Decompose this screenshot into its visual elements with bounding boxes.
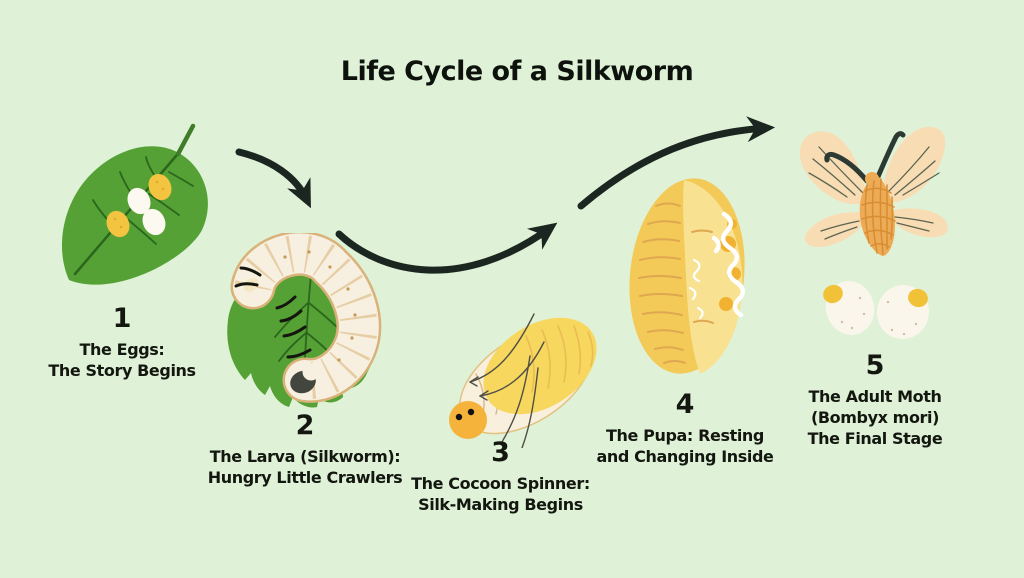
moth-eggs-icon: [823, 281, 930, 339]
stage-2-label-line-1: The Larva (Silkworm):: [209, 447, 401, 466]
silk-threads-icon: [469, 313, 545, 448]
adult-moth-icon: [799, 126, 948, 256]
spinner-head-icon: [449, 401, 487, 439]
stage-2-number: 2: [295, 410, 315, 441]
silk-strands-icon: [711, 211, 746, 318]
stage-3-caption: 3 The Cocoon Spinner: Silk-Making Begins: [393, 437, 608, 515]
stage-3-label-line-2: Silk-Making Begins: [418, 495, 583, 514]
moth-body-icon: [859, 175, 895, 256]
cocoon-spinner-larva-icon: [449, 313, 597, 448]
stage-2-caption: 2 The Larva (Silkworm): Hungry Little Cr…: [195, 410, 415, 488]
page-title: Life Cycle of a Silkworm: [340, 56, 694, 87]
arrow-stage4-to-stage5-icon: [577, 116, 776, 210]
stage-1-caption: 1 The Eggs: The Story Begins: [22, 303, 222, 381]
arrow-stage2-to-stage4-icon: [335, 222, 558, 274]
stage-1-label-line-1: The Eggs:: [79, 340, 165, 359]
stage-5-number: 5: [865, 350, 885, 381]
wing-veins-icon: [808, 146, 940, 240]
silkworm-eggs-icon: [106, 173, 172, 238]
stage-5-label-line-1: The Adult Moth: [808, 387, 942, 406]
stage-4-caption: 4 The Pupa: Resting and Changing Inside: [580, 389, 790, 467]
larva-legs-icon: [234, 266, 312, 359]
stage-5-label-line-3: The Final Stage: [807, 429, 943, 448]
stage-1-label-line-2: The Story Begins: [48, 361, 196, 380]
stage-4-label-line-1: The Pupa: Resting: [606, 426, 764, 445]
stage-3-label-line-1: The Cocoon Spinner:: [411, 474, 590, 493]
eggs-on-leaf-icon: [61, 123, 208, 285]
stage-1-number: 1: [112, 303, 132, 334]
stage-4-number: 4: [675, 389, 695, 420]
stage-3-number: 3: [491, 437, 510, 468]
larva-on-leaf-icon: [227, 233, 382, 408]
stage-5-caption: 5 The Adult Moth (Bombyx mori) The Final…: [770, 350, 980, 449]
arrow-stage1-to-stage2-icon: [235, 148, 311, 209]
pupa-cocoon-icon: [629, 178, 746, 374]
stage-2-label-line-2: Hungry Little Crawlers: [207, 468, 403, 487]
moth-antennae-icon: [824, 131, 906, 184]
stage-5-label-line-2: (Bombyx mori): [810, 408, 940, 427]
stage-4-label-line-2: and Changing Inside: [596, 447, 774, 466]
